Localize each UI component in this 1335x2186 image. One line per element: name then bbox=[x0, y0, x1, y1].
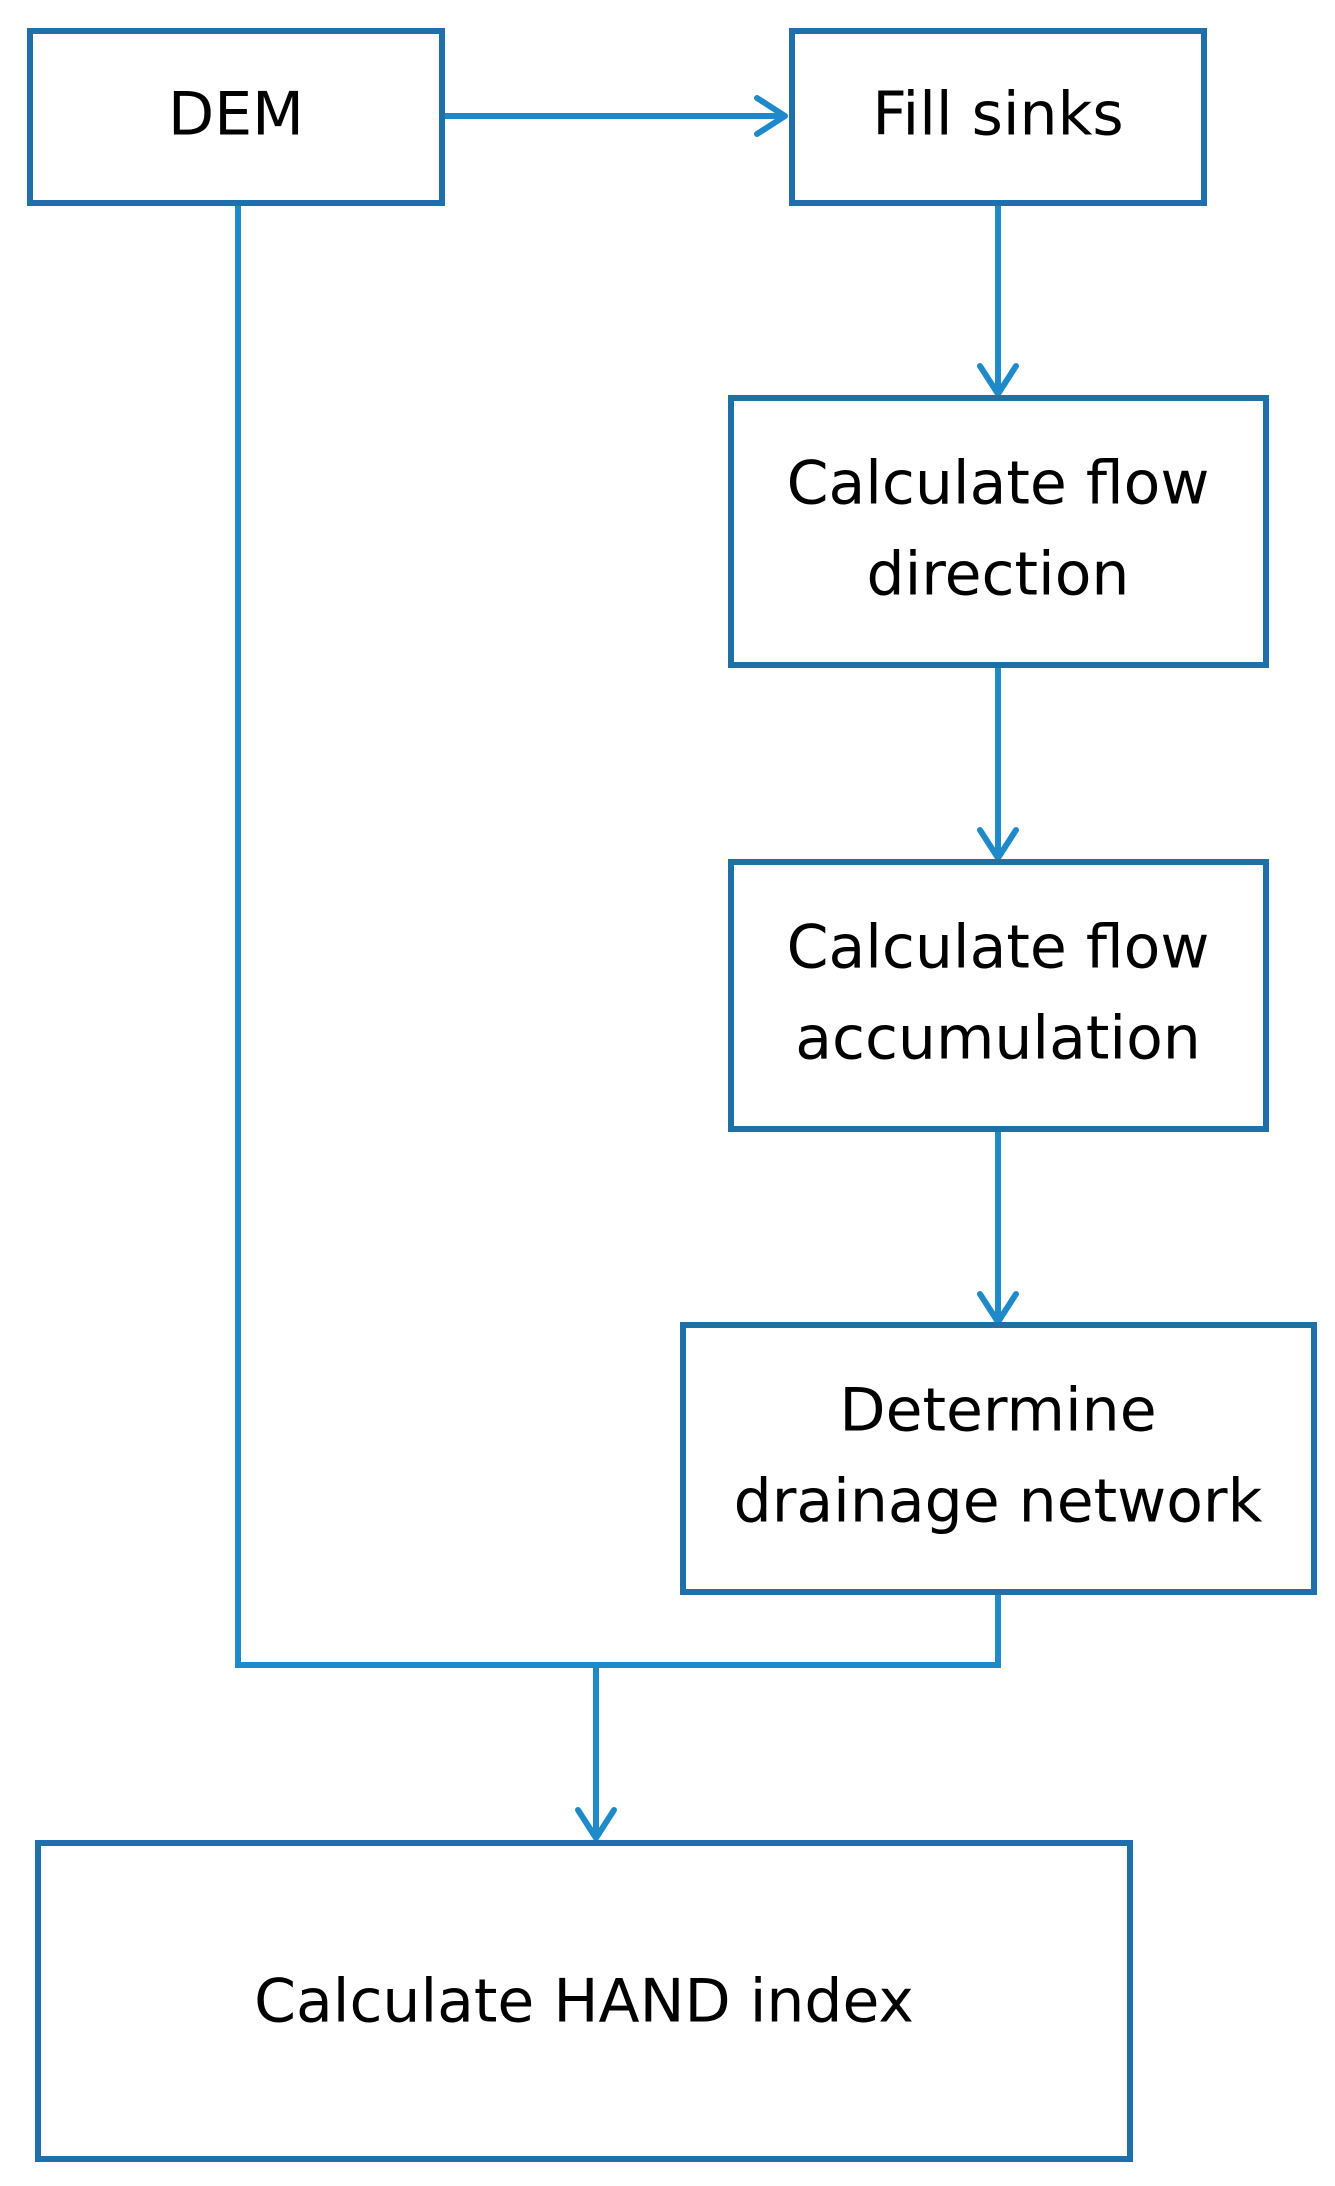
node-drainage-network-label-line2: drainage network bbox=[734, 1467, 1263, 1537]
node-fill-sinks: Fill sinks bbox=[789, 28, 1207, 206]
node-flow-direction-label-line2: direction bbox=[867, 540, 1130, 610]
connectors bbox=[235, 95, 1019, 1841]
node-hand-index-label: Calculate HAND index bbox=[254, 1967, 914, 2037]
node-dem: DEM bbox=[27, 28, 445, 206]
edge-dem-to-merge bbox=[235, 203, 596, 1668]
arrowhead-flow-accumulation bbox=[977, 827, 1019, 861]
node-fill-sinks-label: Fill sinks bbox=[872, 80, 1123, 150]
edge-drainage-network-to-merge bbox=[596, 1592, 1001, 1668]
node-dem-label: DEM bbox=[168, 80, 304, 150]
node-drainage-network: Determine drainage network bbox=[680, 1322, 1317, 1595]
arrowhead-hand-index bbox=[575, 1807, 617, 1841]
arrowhead-flow-direction bbox=[977, 363, 1019, 397]
node-hand-index: Calculate HAND index bbox=[35, 1840, 1133, 2162]
node-flow-accumulation-label-line1: Calculate flow bbox=[787, 913, 1210, 983]
node-flow-direction: Calculate flow direction bbox=[728, 395, 1269, 668]
arrowhead-fill-sinks bbox=[754, 95, 788, 137]
node-drainage-network-label-line1: Determine bbox=[839, 1376, 1156, 1446]
node-flow-accumulation-label-line2: accumulation bbox=[795, 1004, 1201, 1074]
node-flow-accumulation: Calculate flow accumulation bbox=[728, 859, 1269, 1132]
node-flow-direction-label-line1: Calculate flow bbox=[787, 449, 1210, 519]
